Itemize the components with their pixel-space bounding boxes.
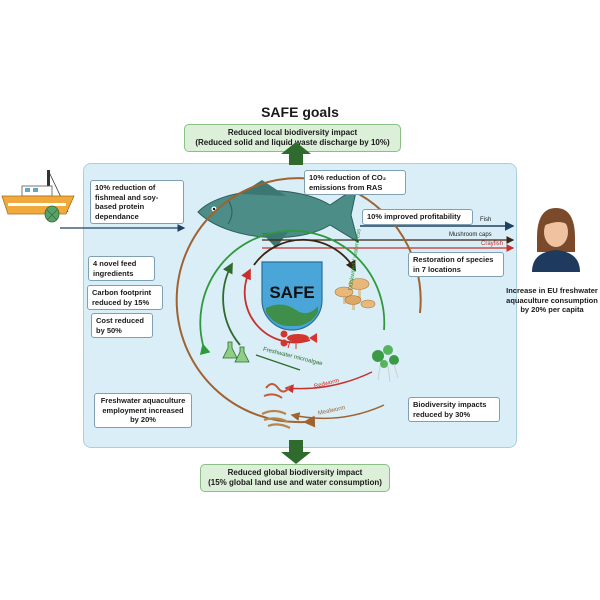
box-co2-reduction: 10% reduction of CO₂ emissions from RAS xyxy=(304,170,406,195)
goal-top-line1: Reduced local biodiversity impact xyxy=(227,128,358,137)
loop-dark-mushroom xyxy=(253,238,356,272)
box-feed-ingredients: 4 novel feed ingredients xyxy=(88,256,155,281)
redworm-icon xyxy=(263,383,291,399)
box-cost-reduced: Cost reduced by 50% xyxy=(91,313,153,338)
safe-logo-text: SAFE xyxy=(269,283,314,302)
loop-mealworm xyxy=(290,404,385,421)
diagram-title: SAFE goals xyxy=(261,104,339,120)
loop-brown-outer xyxy=(175,177,422,428)
duckweed-plant-icon xyxy=(372,345,399,383)
loop-red-crayfish xyxy=(241,268,311,344)
arrow-up-top xyxy=(281,142,311,165)
box-biodiversity-impacts: Biodiversity impacts reduced by 30% xyxy=(408,397,500,422)
box-employment: Freshwater aquaculture employment increa… xyxy=(94,393,192,428)
arrow-down-bottom xyxy=(281,440,311,464)
box-profitability: 10% improved profitability xyxy=(362,209,473,225)
crayfish-icon xyxy=(280,330,317,349)
goal-bottom-line2: (15% global land use and water consumpti… xyxy=(208,478,382,487)
loop-green-duckweed xyxy=(199,229,386,356)
fish-icon xyxy=(197,180,359,248)
box-carbon-footprint: Carbon footprint reduced by 15% xyxy=(87,285,163,310)
person-icon xyxy=(532,208,580,272)
safe-logo xyxy=(261,261,323,331)
box-fishmeal-reduction: 10% reduction of fishmeal and soy-based … xyxy=(90,180,184,224)
fishing-boat-icon xyxy=(1,170,75,223)
label-mushroom-caps: Mushroom caps xyxy=(449,232,492,238)
box-species-restoration: Restoration of species in 7 locations xyxy=(408,252,504,277)
label-fish: Fish xyxy=(480,217,492,223)
microalgae-flask-icon xyxy=(222,341,250,363)
goal-top-line2: (Reduced solid and liquid waste discharg… xyxy=(195,138,390,147)
mushroom-icon xyxy=(334,278,376,310)
mealworm-icon xyxy=(261,409,291,429)
loop-redworm xyxy=(284,371,373,394)
consumption-target: Increase in EU freshwater aquaculture co… xyxy=(506,286,598,314)
label-crayfish: Crayfish xyxy=(481,241,504,247)
microalgae-connector xyxy=(255,354,301,371)
goal-bottom: Reduced global biodiversity impact (15% … xyxy=(200,464,390,492)
goal-bottom-line1: Reduced global biodiversity impact xyxy=(227,468,363,477)
loop-dkgreen-microalgae xyxy=(222,262,241,346)
